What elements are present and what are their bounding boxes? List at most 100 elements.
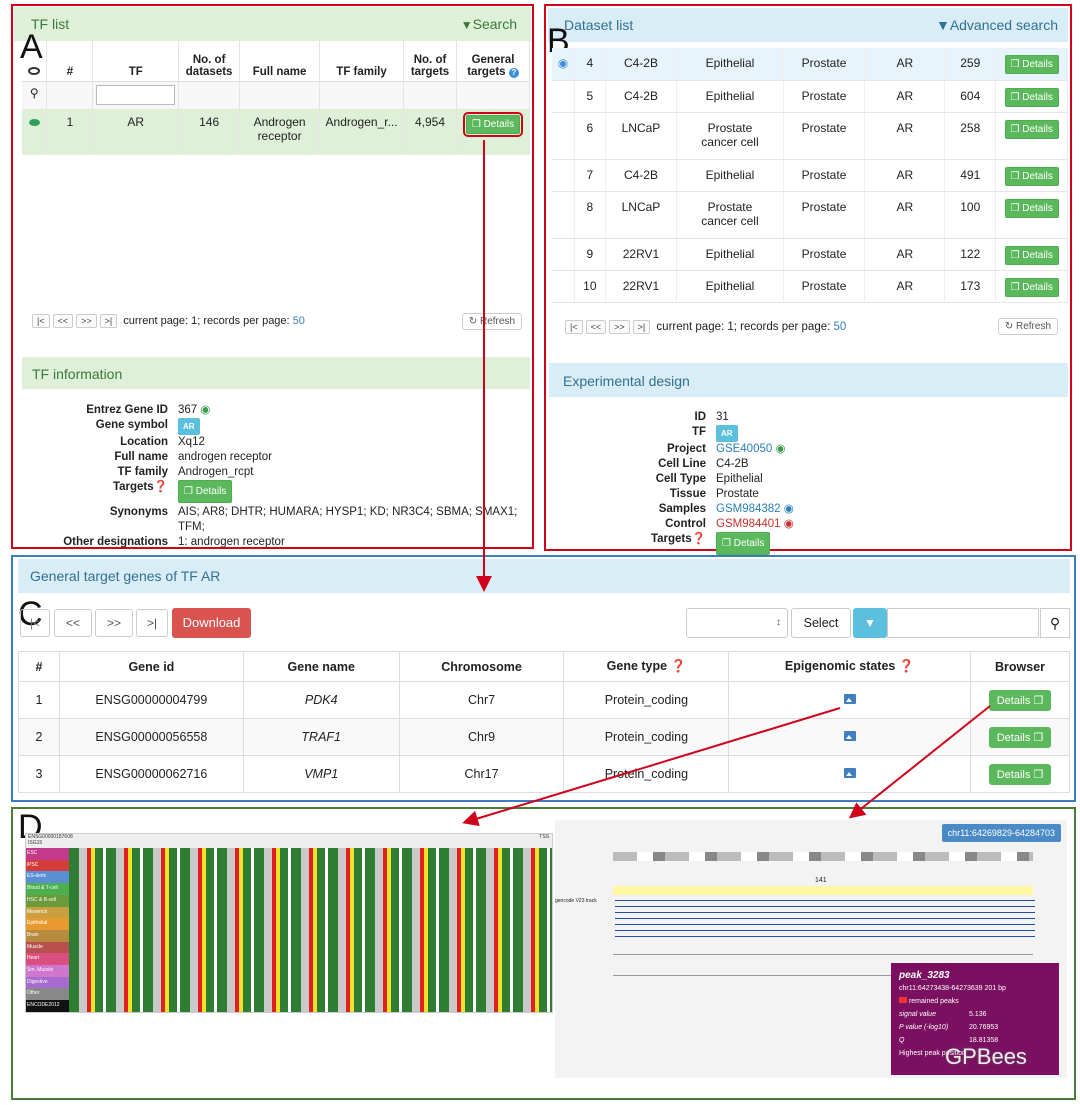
globe-icon: ◉	[775, 443, 786, 455]
col-gene-id[interactable]: Gene id	[58, 651, 244, 682]
image-icon[interactable]	[843, 694, 856, 704]
search-link[interactable]: ▼Search	[460, 16, 517, 32]
next-page-button[interactable]: >>	[76, 314, 97, 328]
cell-group-label: HSC & B-cell	[26, 894, 69, 907]
image-icon[interactable]	[843, 731, 856, 741]
advanced-search-link[interactable]: ▼Advanced search	[935, 17, 1058, 33]
first-page-button[interactable]: |<	[565, 320, 583, 334]
targets-details-button[interactable]: ❐ Details	[178, 480, 233, 503]
peak-tooltip: peak_3283 chr11:64273438-64273639 201 bp…	[891, 963, 1059, 1075]
target-toolbar: |< << >> >| Download ↕ Select ▼ ⚲	[20, 607, 1070, 639]
browser-details-button[interactable]: Details ❐	[988, 763, 1052, 785]
column-select[interactable]: ↕	[686, 608, 788, 638]
prev-page-button[interactable]: <<	[585, 320, 607, 334]
prev-page-button[interactable]: <<	[54, 609, 92, 637]
download-button[interactable]: Download	[172, 608, 251, 638]
col-gene-type[interactable]: Gene type ❓	[563, 651, 730, 682]
filter-button[interactable]: ▼	[853, 608, 887, 638]
track-label: gencode V23 track	[555, 898, 597, 904]
targets-details-button[interactable]: ❐ Details	[716, 532, 771, 555]
next-page-button[interactable]: >>	[609, 320, 630, 334]
image-icon[interactable]	[843, 768, 856, 778]
search-icon[interactable]: ⚲	[22, 81, 48, 109]
scale-label: 141	[815, 877, 827, 884]
first-page-button[interactable]: |<	[32, 314, 50, 328]
gene-symbol-badge: AR	[178, 418, 200, 435]
col-datasets[interactable]: No. of datasets	[178, 41, 241, 82]
general-targets-details-button[interactable]: ❐ Details	[462, 112, 524, 137]
first-page-button[interactable]: |<	[20, 609, 50, 637]
watermark: GPBees	[945, 1044, 1027, 1069]
samples-link[interactable]: GSM984382	[716, 503, 781, 515]
heatmap-gene-id: ENSG00000187608	[28, 834, 73, 840]
peak-track	[613, 954, 1033, 976]
panel-b	[544, 4, 1072, 551]
dataset-details-button[interactable]: ❐ Details	[1004, 119, 1059, 139]
dataset-details-button[interactable]: ❐ Details	[1004, 245, 1059, 265]
project-link[interactable]: GSE40050	[716, 443, 773, 455]
refresh-button[interactable]: ↻ Refresh	[997, 318, 1058, 335]
globe-icon: ◉	[783, 518, 794, 530]
experimental-design-header: Experimental design	[549, 363, 1068, 397]
col-num: #	[46, 41, 94, 82]
heatmap-gene-symbol: ISG15	[28, 840, 43, 846]
col-family[interactable]: TF family	[319, 41, 405, 82]
tss-label: TSS	[539, 834, 549, 840]
help-icon: ❓	[898, 659, 915, 673]
tf-filter-input[interactable]	[96, 84, 176, 105]
cell-group-label: ES-deriv	[26, 871, 69, 884]
cell-group-label: iPSC	[26, 859, 69, 872]
browser-details-button[interactable]: Details ❐	[988, 689, 1052, 711]
prev-page-button[interactable]: <<	[52, 314, 74, 328]
search-input[interactable]	[887, 608, 1039, 638]
next-page-button[interactable]: >>	[95, 609, 133, 637]
col-fullname[interactable]: Full name	[239, 41, 321, 82]
col-gene-name[interactable]: Gene name	[242, 651, 400, 682]
dataset-details-button[interactable]: ❐ Details	[1004, 277, 1059, 297]
cell-group-label: ENCODE2012	[26, 1000, 69, 1012]
dataset-details-button[interactable]: ❐ Details	[1004, 55, 1059, 74]
cell-group-label: Digestive	[26, 976, 69, 989]
dataset-details-button[interactable]: ❐ Details	[1004, 166, 1059, 186]
dataset-list-header: Dataset list ▼Advanced search	[548, 8, 1068, 42]
help-icon: ❓	[670, 659, 687, 673]
browser-details-button[interactable]: Details ❐	[988, 726, 1052, 748]
last-page-button[interactable]: >|	[136, 609, 168, 637]
refresh-button[interactable]: ↻ Refresh	[461, 313, 522, 330]
cell-group-label: ESC	[26, 848, 69, 860]
panel-c	[11, 555, 1076, 802]
col-general-targets: General targets ?	[456, 41, 530, 82]
target-genes-header: General target genes of TF AR	[18, 559, 1070, 593]
eye-icon[interactable]	[22, 109, 48, 155]
label-c: C	[18, 595, 43, 633]
dataset-details-button[interactable]: ❐ Details	[1004, 87, 1059, 107]
heatmap-body	[69, 848, 552, 1012]
last-page-button[interactable]: >|	[632, 320, 651, 334]
tf-table: # TF No. of datasets Full name TF family…	[22, 41, 530, 155]
col-targets[interactable]: No. of targets	[403, 41, 457, 82]
tf-list-header: TF list ▼Search	[14, 7, 531, 41]
tf-info-header: TF information	[22, 357, 530, 389]
col-tf[interactable]: TF	[92, 41, 180, 82]
select-button[interactable]: Select	[791, 608, 851, 638]
control-link[interactable]: GSM984401	[716, 518, 781, 530]
cell-group-label: Muscle	[26, 941, 69, 954]
table-row[interactable]: 1 AR 146 Androgen receptor Androgen_r...…	[22, 109, 530, 155]
last-page-button[interactable]: >|	[99, 314, 118, 328]
coordinate-box[interactable]: chr11:64269829-64284703	[941, 824, 1061, 842]
search-icon[interactable]: ⚲	[1040, 608, 1070, 638]
dataset-details-button[interactable]: ❐ Details	[1004, 198, 1059, 218]
